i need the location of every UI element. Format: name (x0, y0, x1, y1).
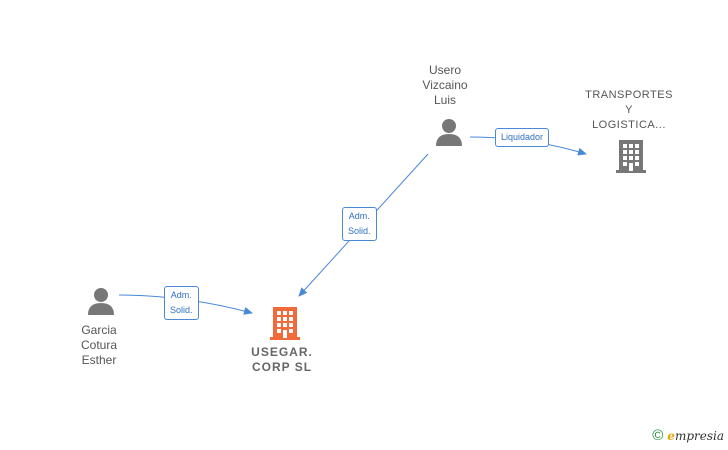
company-label-usegar[interactable]: USEGAR. CORP SL (251, 345, 313, 374)
edge-label-liquidador: Liquidador (495, 128, 550, 147)
building-icon[interactable] (269, 305, 301, 341)
copyright-symbol: © (652, 427, 664, 444)
edge-label-adm-solid: Adm. Solid. (164, 286, 199, 320)
person-label-usero[interactable]: Usero Vizcaino Luis (422, 63, 468, 107)
edge-label-adm-solid: Adm. Solid. (342, 207, 377, 241)
person-icon[interactable] (86, 287, 116, 317)
person-icon[interactable] (434, 118, 464, 148)
empresia-watermark: © empresia (652, 427, 724, 444)
company-label-transportes[interactable]: TRANSPORTES Y LOGISTICA... (585, 89, 673, 131)
person-label-garcia[interactable]: Garcia Cotura Esther (80, 323, 118, 367)
building-icon[interactable] (615, 138, 647, 174)
empresia-logo: empresia (667, 428, 724, 443)
